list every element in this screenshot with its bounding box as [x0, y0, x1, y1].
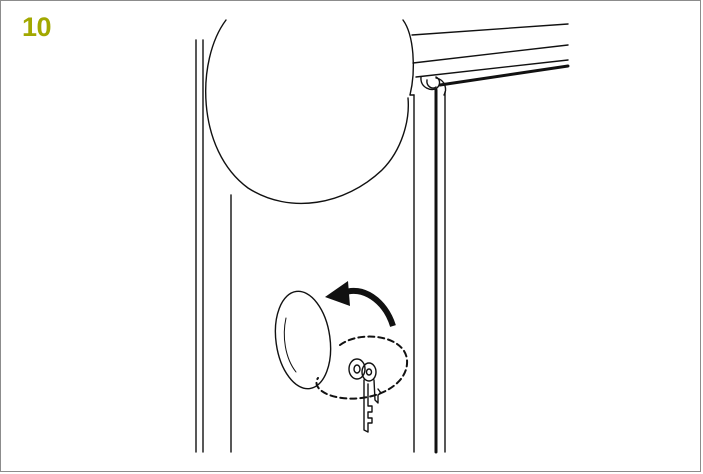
key-icon: [348, 358, 382, 433]
door-panel: [434, 88, 446, 454]
barrier-arm: [411, 23, 570, 96]
lock-location-indicator: [315, 335, 409, 400]
rotate-arrow-icon: [325, 281, 396, 328]
barrier-column: [195, 39, 415, 453]
lock-cover: [274, 290, 332, 390]
barrier-arm-housing: [205, 19, 415, 205]
step-number: 10: [22, 12, 52, 42]
